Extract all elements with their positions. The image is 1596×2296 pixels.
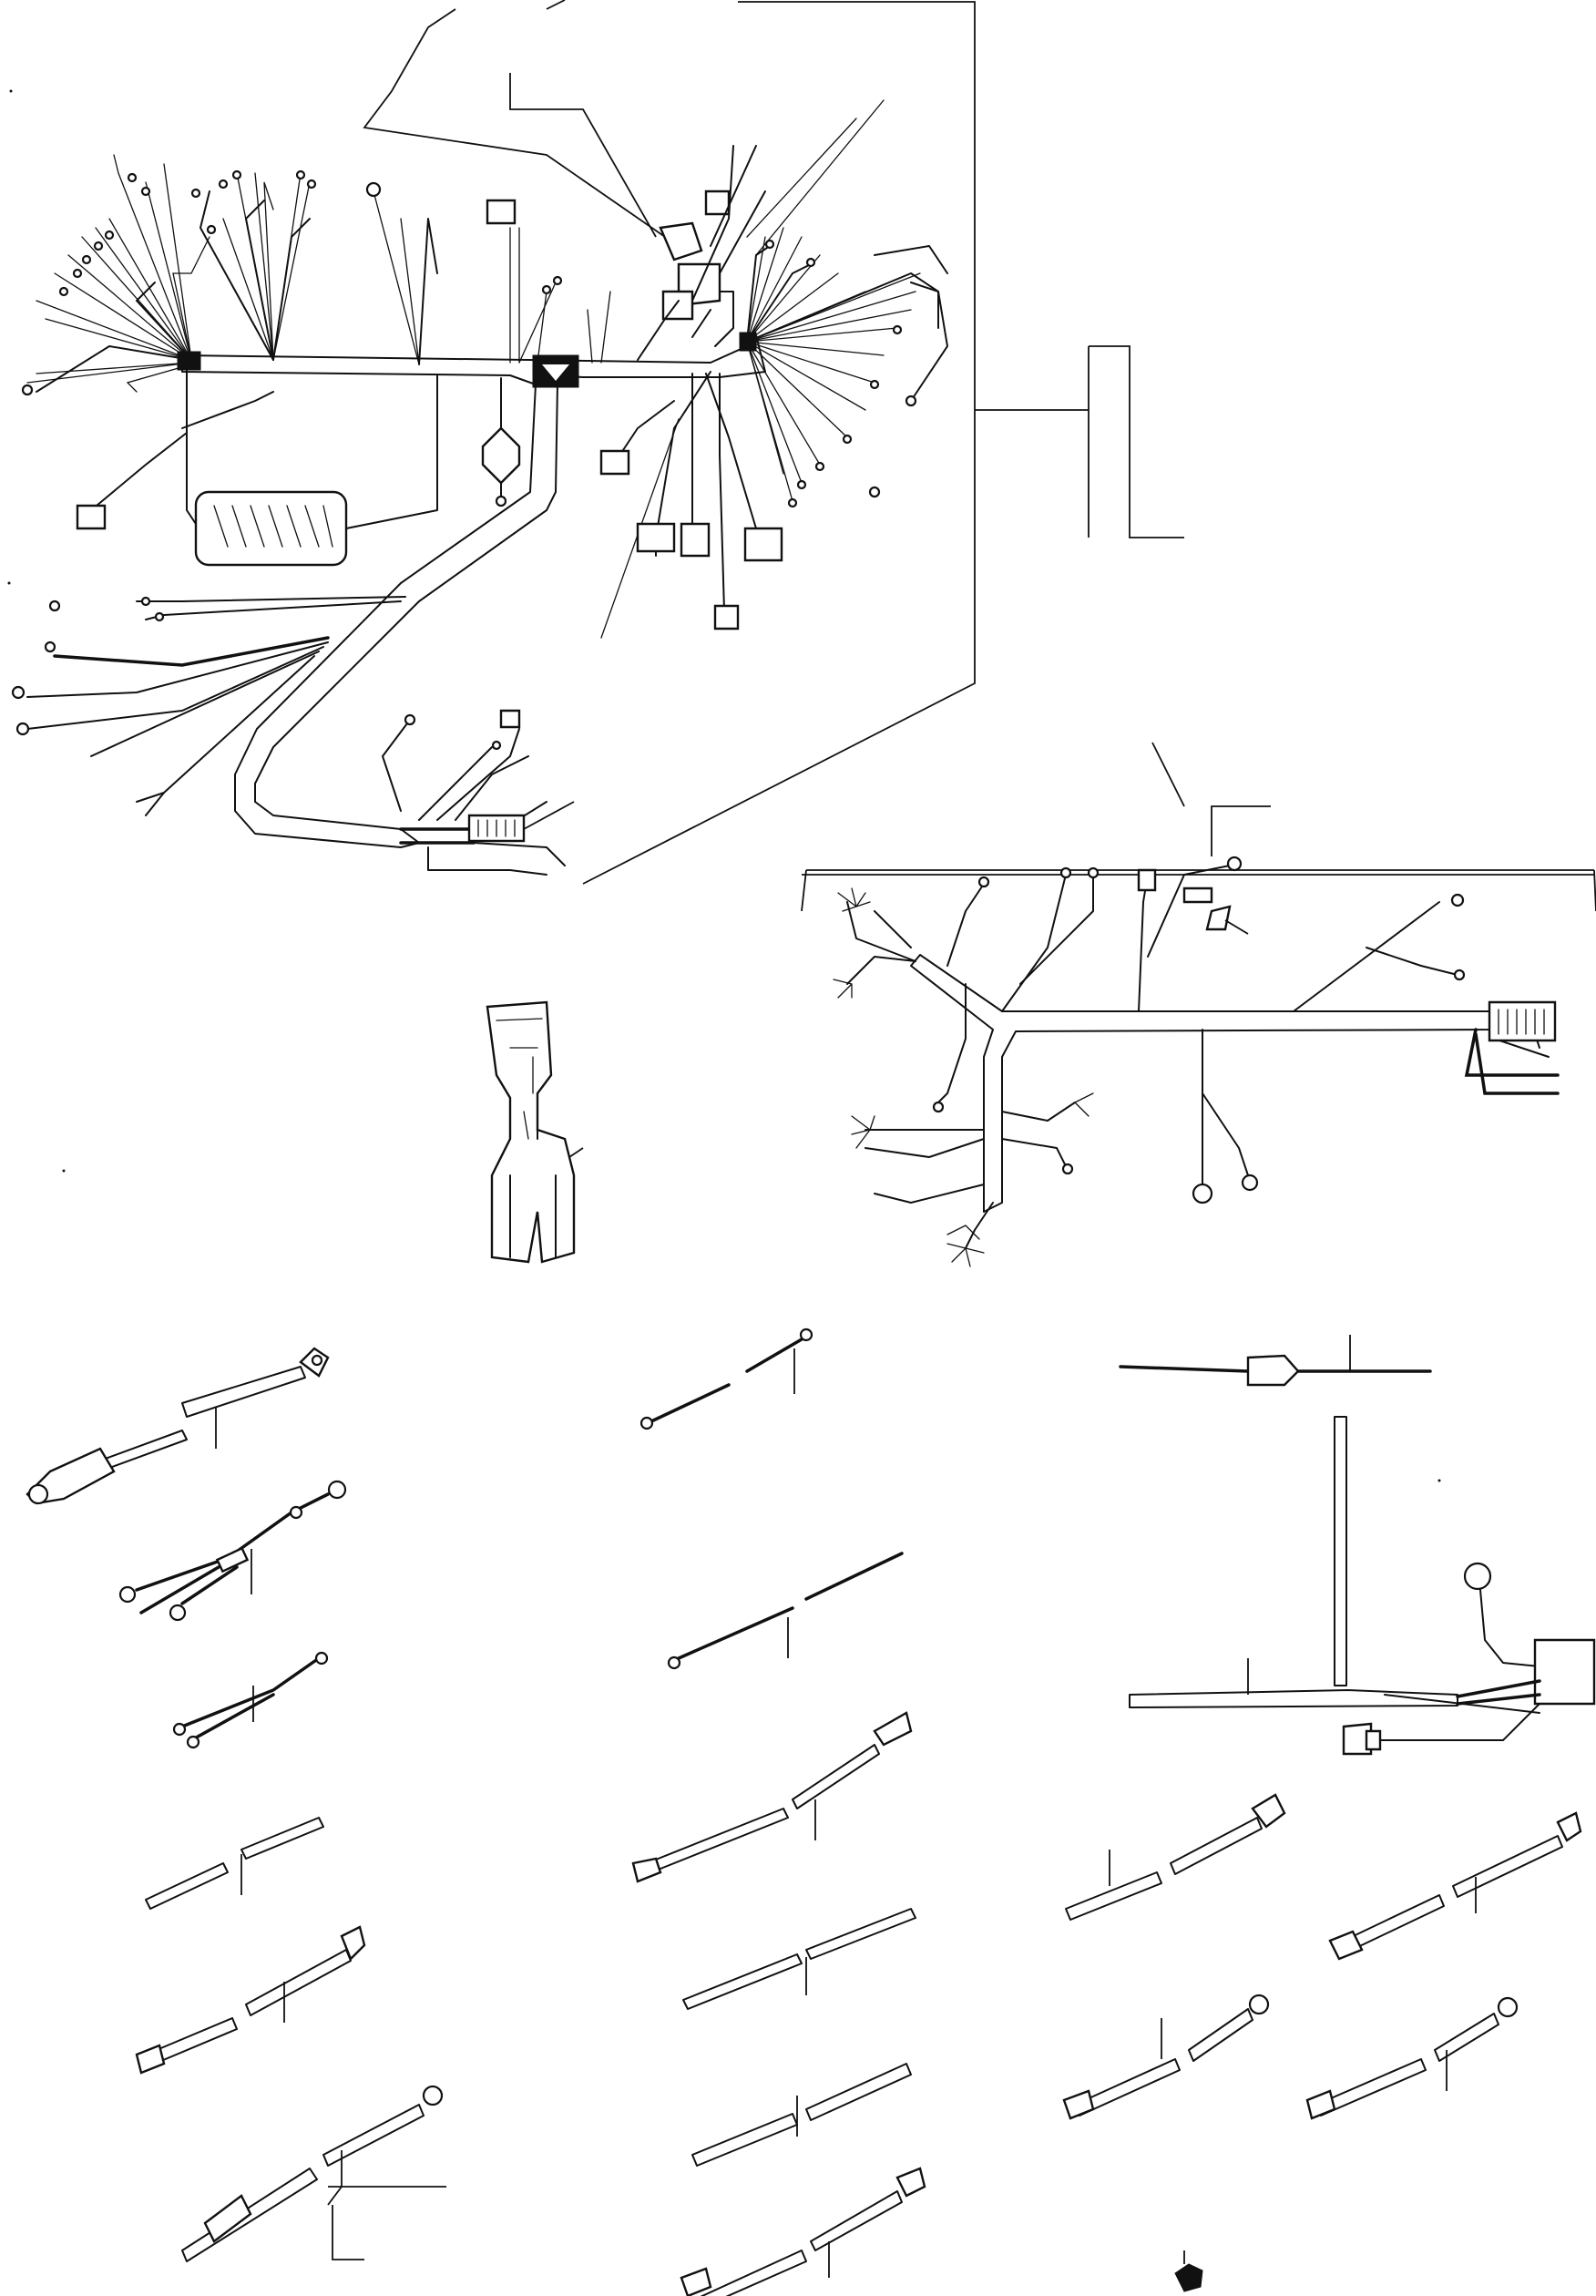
clip	[1175, 2250, 1202, 2291]
hex-connector	[483, 378, 519, 506]
side-bracket	[975, 346, 1184, 538]
cable-mid-2	[669, 1553, 902, 1668]
lower-left-wires	[13, 597, 405, 815]
harness-clip	[1175, 2264, 1202, 2291]
cable-mid-4	[683, 1909, 916, 2009]
left-fan-wires	[27, 155, 210, 392]
cable-ring-large	[27, 1348, 328, 1503]
left-terminals	[23, 174, 149, 395]
cable-ring-long	[182, 2086, 446, 2261]
right-branch-wires	[601, 372, 782, 638]
cable-right-1	[1066, 1795, 1284, 1920]
terminal-body	[487, 1002, 574, 1262]
right-fan-wires	[740, 228, 947, 507]
cable-plain	[146, 1818, 323, 1909]
center-connectors	[638, 100, 884, 360]
cable-mid-3	[633, 1713, 911, 1881]
cable-bullet	[137, 1927, 364, 2073]
cable-right-4	[1307, 1998, 1517, 2118]
cable-mid-6	[681, 2168, 925, 2296]
l-harness	[1130, 1417, 1594, 1754]
main-trunk	[182, 335, 765, 847]
terminal-detail	[487, 1002, 583, 1262]
leader-line	[547, 0, 565, 9]
cable-right-2	[1330, 1813, 1581, 1959]
main-harness	[13, 0, 1184, 884]
secondary-terminals	[934, 857, 1555, 1203]
secondary-harness	[802, 743, 1596, 1266]
junction-notch	[542, 364, 569, 381]
leader-line	[510, 73, 656, 237]
secondary-tufts	[834, 888, 1093, 1266]
cable-mid-5	[692, 2064, 911, 2166]
main-connector-block	[77, 369, 437, 565]
loose-cables	[27, 1329, 1594, 2296]
inline-device	[1120, 1335, 1430, 1385]
stray-dots	[7, 89, 1441, 1482]
cable-y-small	[174, 1653, 327, 1748]
trunk-end-wires	[383, 711, 574, 875]
upper-mid-wires	[192, 171, 610, 364]
cable-mid-1	[641, 1329, 812, 1429]
cable-y-rings	[120, 1481, 345, 1620]
cable-right-3	[1064, 1995, 1268, 2118]
leader-line	[364, 9, 665, 237]
main-harness-bracket	[583, 2, 975, 884]
secondary-leader	[1152, 743, 1271, 856]
